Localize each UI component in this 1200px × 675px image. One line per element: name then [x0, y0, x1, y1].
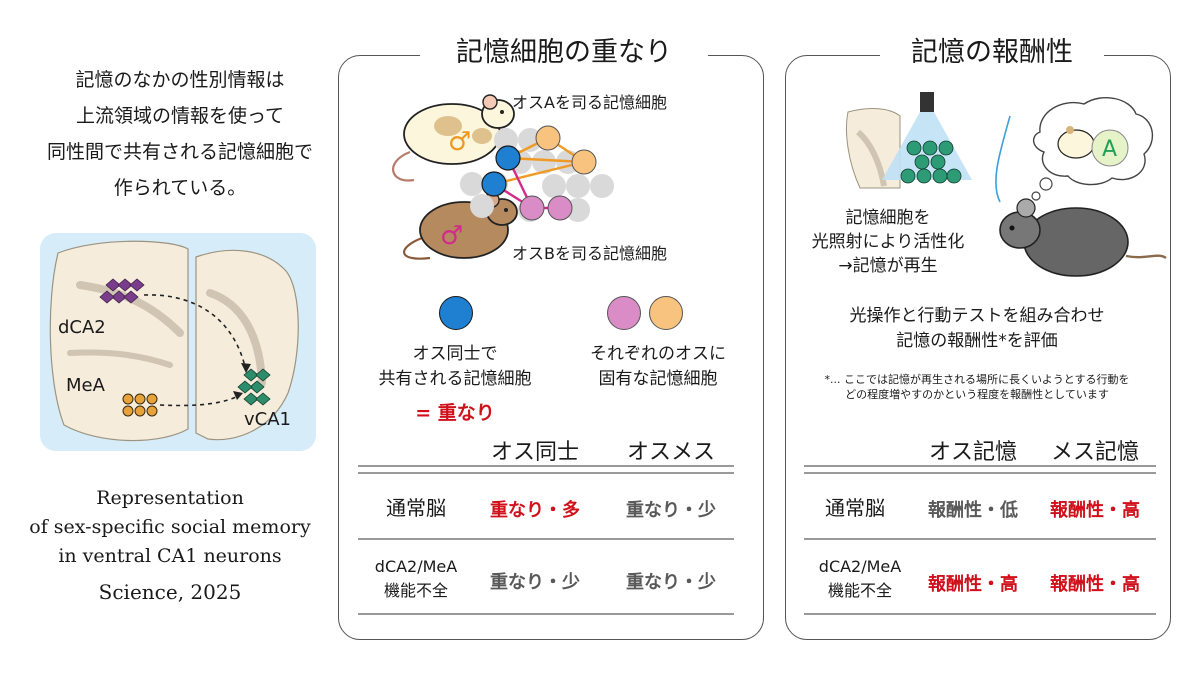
unique-b-cell-1: [519, 195, 545, 221]
legend-unique-line-2: 固有な記憶細胞: [598, 369, 718, 389]
label-dca2: dCA2: [58, 317, 106, 338]
vca1-cells: [237, 368, 271, 406]
caption-line-2: 光照射により活性化: [811, 232, 965, 252]
overlap-row-label-normal: 通常脳: [386, 496, 446, 520]
journal-citation: Science, 2025: [98, 580, 242, 604]
overlap-table-header-rule: [358, 465, 734, 474]
caption-line-1: 記憶細胞を: [845, 208, 931, 228]
reward-cell-dysfunction-female: 報酬性・高: [1050, 574, 1140, 595]
legend-overlap-label: = 重なり: [415, 402, 495, 424]
overlap-panel-title: 記憶細胞の重なり: [420, 30, 708, 69]
male-a-mouse: ♂: [391, 94, 515, 182]
intro-text: 記憶のなかの性別情報は 上流領域の情報を使って 同性間で共有される記憶細胞で 作…: [20, 62, 340, 206]
overlap-col-header-male-female: オスメス: [626, 440, 715, 465]
method-description: 光操作と行動テストを組み合わせ 記憶の報酬性*を評価: [790, 304, 1164, 354]
reward-panel-title: 記憶の報酬性: [880, 30, 1104, 69]
legend-unique-text: それぞれのオスに 固有な記憶細胞: [558, 342, 758, 392]
legend-shared-cell: [439, 296, 473, 330]
overlap-row-label-dysfunction-line-1: dCA2/MeA: [374, 557, 458, 576]
reward-row-label-dysfunction-line-1: dCA2/MeA: [818, 557, 902, 576]
reward-row-label-normal: 通常脳: [825, 496, 885, 520]
reward-footnote: *... ここでは記憶が再生される場所に長くいようとする行動を どの程度増やすの…: [790, 372, 1164, 402]
reward-row-label-dysfunction-line-2: 機能不全: [827, 581, 892, 600]
projection-arrow-dca2: [143, 294, 247, 372]
reward-col-header-female-memory: メス記憶: [1050, 440, 1139, 465]
male-symbol-b: ♂: [440, 221, 463, 251]
paper-title: Representation of sex-specific social me…: [0, 484, 340, 571]
reward-col-header-male-memory: オス記憶: [928, 440, 1017, 465]
legend-shared-line-2: 共有される記憶細胞: [378, 369, 532, 389]
paper-title-line-3: in ventral CA1 neurons: [58, 545, 282, 567]
reward-row-label-dysfunction: dCA2/MeA 機能不全: [800, 555, 920, 603]
reward-cell-normal-male: 報酬性・低: [928, 500, 1018, 521]
shared-cell-2: [481, 171, 507, 197]
intro-line-4: 作られている。: [113, 177, 247, 199]
label-mea: MeA: [66, 375, 106, 396]
unique-a-cell-1: [535, 125, 561, 151]
reward-table-bottom-rule: [804, 613, 1156, 615]
method-line-2: 記憶の報酬性*を評価: [896, 331, 1058, 351]
caption-line-3: →記憶が再生: [838, 256, 938, 276]
male-b-mouse: ♂: [403, 192, 518, 260]
activated-cells: [900, 140, 962, 184]
reward-table-row-rule: [804, 538, 1156, 540]
reward-illustration: A: [846, 92, 1167, 277]
overlap-col-header-male-male: オス同士: [490, 440, 579, 465]
thought-mouse: [1057, 129, 1095, 159]
overlap-row-label-dysfunction-line-2: 機能不全: [383, 581, 448, 600]
overlap-table-bottom-rule: [358, 613, 734, 615]
brain-section-dorsal: [49, 240, 189, 442]
footnote-line-2: どの程度増やすのかという程度を報酬性としています: [845, 388, 1109, 401]
reward-cell-normal-female: 報酬性・高: [1050, 500, 1140, 521]
legend-shared-text: オス同士で 共有される記憶細胞: [350, 342, 560, 392]
gray-mouse: [999, 198, 1167, 277]
overlap-cell-dysfunction-male-male: 重なり・少: [490, 572, 580, 593]
method-line-1: 光操作と行動テストを組み合わせ: [849, 306, 1105, 326]
reward-table-header-rule: [804, 465, 1156, 474]
intro-line-3: 同性間で共有される記憶細胞で: [46, 141, 313, 163]
label-male-a-cells: オスAを司る記憶細胞: [512, 93, 667, 112]
shared-cell-1: [495, 145, 521, 171]
memory-cell-illustration: ♂ ♂: [391, 94, 614, 260]
fiber-wire: [995, 115, 1011, 203]
male-symbol-a: ♂: [448, 127, 471, 157]
dca2-cells: [99, 278, 145, 304]
thought-letter: A: [1102, 137, 1117, 162]
light-activation-caption: 記憶細胞を 光照射により活性化 →記憶が再生: [808, 206, 968, 278]
intro-line-1: 記憶のなかの性別情報は: [75, 69, 285, 91]
brain-section-illustration: dCA2 MeA vCA1: [49, 240, 299, 442]
overlap-row-label-dysfunction: dCA2/MeA 機能不全: [356, 555, 476, 603]
overlap-cell-normal-male-male: 重なり・多: [490, 500, 580, 521]
reward-cell-dysfunction-male: 報酬性・高: [928, 574, 1018, 595]
legend-unique-line-1: それぞれのオスに: [590, 344, 726, 364]
unique-b-cell-2: [547, 195, 573, 221]
optic-fiber: [920, 92, 934, 112]
legend-unique-b-cell: [607, 296, 641, 330]
intro-line-2: 上流領域の情報を使って: [75, 105, 285, 127]
label-male-b-cells: オスBを司る記憶細胞: [512, 244, 667, 263]
paper-title-line-2: of sex-specific social memory: [29, 516, 311, 538]
mea-cells: [122, 393, 158, 417]
brain-diagram-panel: dCA2 MeA vCA1: [40, 233, 316, 451]
legend-shared-line-1: オス同士で: [412, 344, 498, 364]
legend-unique-a-cell: [649, 296, 683, 330]
overlap-table-row-rule: [358, 538, 734, 540]
projection-arrow-mea: [159, 394, 241, 407]
label-vca1: vCA1: [244, 409, 291, 430]
paper-title-line-1: Representation: [96, 487, 244, 509]
overlap-cell-normal-male-female: 重なり・少: [626, 500, 716, 521]
unique-a-cell-2: [571, 149, 597, 175]
footnote-line-1: *... ここでは記憶が再生される場所に長くいようとする行動を: [824, 373, 1130, 386]
overlap-cell-dysfunction-male-female: 重なり・少: [626, 572, 716, 593]
